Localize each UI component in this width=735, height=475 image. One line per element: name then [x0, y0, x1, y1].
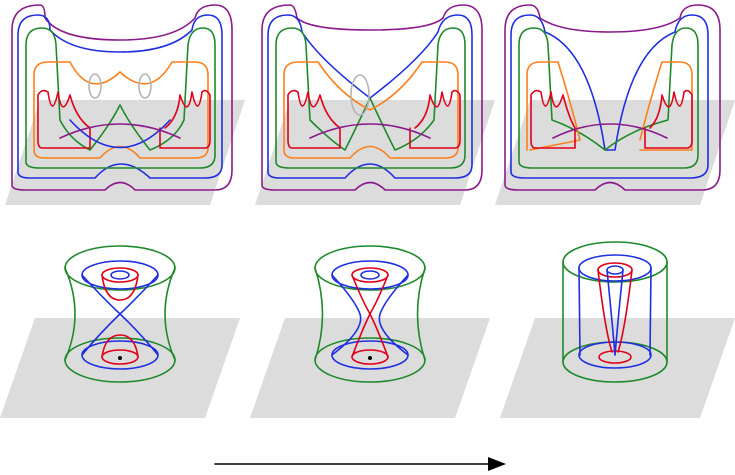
- top-panel-2: [255, 4, 495, 205]
- top-panel-1: [5, 4, 245, 205]
- gray-neck-curve: [350, 74, 370, 116]
- orange-surface-curve: [33, 61, 209, 159]
- crossing-curve-2: [59, 123, 181, 139]
- orange-surface-curve-right: [639, 61, 693, 151]
- green-surface-curve: [518, 27, 699, 169]
- red-top-ring: [101, 267, 139, 283]
- green-surface-curve: [25, 27, 216, 169]
- purple-surface-curve: [11, 4, 233, 191]
- blue-surface-curve: [17, 14, 223, 179]
- orange-surface-curve: [526, 61, 581, 151]
- blue-neck-curve: [81, 274, 159, 356]
- red-spike-curve: [617, 269, 633, 353]
- red-top-ring: [351, 267, 389, 283]
- bottom-panel-1: [0, 245, 240, 418]
- center-dot: [118, 356, 122, 360]
- top-panel-3: [495, 4, 735, 205]
- purple-surface-curve: [504, 4, 721, 191]
- ground-plane: [250, 318, 490, 418]
- red-surface-curve: [530, 89, 576, 149]
- blue-inner-spike: [606, 269, 624, 356]
- red-spike-curve: [597, 269, 613, 353]
- gray-neck-curve: [138, 73, 152, 99]
- green-surface-curve: [275, 27, 466, 169]
- red-surface-curve-right: [644, 89, 693, 149]
- blue-side-line: [649, 267, 652, 356]
- green-side-curve: [164, 267, 176, 361]
- arrow-head-icon: [488, 457, 506, 471]
- green-side-curve: [416, 267, 426, 361]
- blue-surface-curve: [267, 14, 473, 179]
- progression-arrow: [214, 457, 506, 471]
- blue-top-ring: [81, 260, 159, 290]
- blue-surface-curve: [510, 14, 709, 179]
- green-side-curve: [64, 267, 76, 361]
- crossing-curve: [309, 123, 431, 139]
- blue-bottom-ring: [578, 341, 652, 369]
- red-bottom-ring: [351, 349, 389, 365]
- blue-inner-ring: [606, 265, 624, 275]
- bottom-panel-2: [250, 245, 490, 418]
- blue-top-ring: [331, 260, 409, 290]
- crossing-curve: [552, 123, 668, 139]
- red-surface-curve: [287, 89, 341, 149]
- orange-surface-curve: [283, 61, 459, 159]
- green-side-curve: [314, 267, 324, 361]
- red-dome-curve: [101, 334, 139, 358]
- ground-plane: [0, 318, 240, 418]
- red-surface-curve: [37, 89, 91, 149]
- red-surface-curve-right: [159, 89, 211, 149]
- blue-inner-ring: [360, 270, 380, 280]
- red-top-ring: [597, 262, 633, 278]
- bottom-panel-3: [500, 241, 735, 418]
- blue-neck-curve: [378, 274, 409, 356]
- blue-side-line: [578, 267, 581, 356]
- red-crossing-curve: [351, 274, 389, 358]
- blue-neck-curve: [331, 274, 362, 356]
- red-cap-curve: [101, 274, 139, 301]
- gray-neck-curve: [88, 73, 102, 99]
- center-dot: [368, 356, 372, 360]
- purple-surface-curve: [261, 4, 483, 191]
- blue-inner-ring: [110, 270, 130, 280]
- red-surface-curve-right: [409, 89, 461, 149]
